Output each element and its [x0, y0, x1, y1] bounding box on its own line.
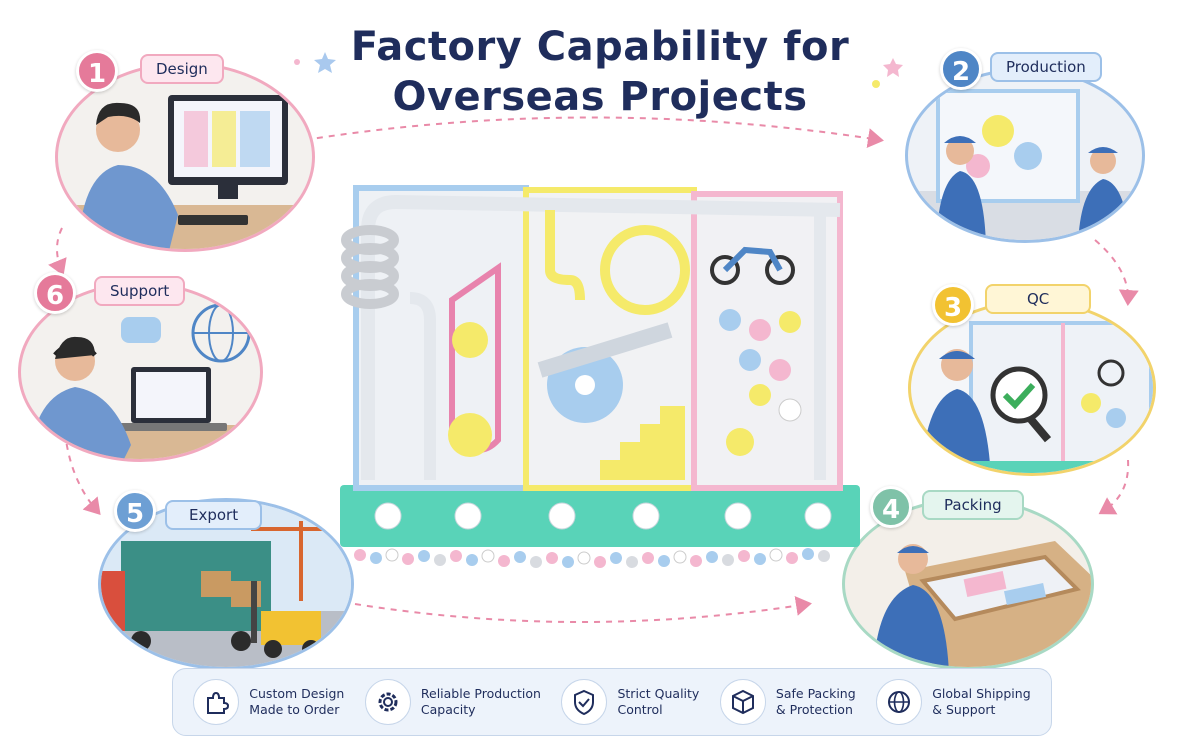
title-line-2: Overseas Projects	[392, 74, 808, 120]
dot-icon	[872, 80, 880, 88]
star-icon	[314, 52, 336, 73]
feature-line-1: Strict Quality	[617, 686, 700, 701]
feature-line-1: Reliable Production	[420, 686, 541, 701]
arrow-qc-to-packing	[1098, 459, 1130, 515]
feature-line-2: & Support	[932, 702, 996, 717]
title-line-1: Factory Capability for	[350, 24, 850, 70]
gear-icon	[364, 679, 411, 725]
globe-icon	[876, 679, 923, 725]
feature-line-1: Global Shipping	[932, 686, 1031, 701]
inspection-magnifier-check-scene	[908, 300, 1156, 476]
stage-number-badge: 1	[76, 50, 118, 92]
stage-number-badge: 5	[114, 490, 156, 532]
feature-global-shipping: Global Shipping& Support	[876, 679, 1031, 725]
feature-line-2: Made to Order	[249, 702, 340, 717]
star-icon	[883, 58, 903, 77]
designer-computer-scene	[55, 62, 315, 252]
dot-icon	[294, 59, 300, 65]
factory-workers-scene	[905, 68, 1145, 243]
shield-check-icon	[561, 679, 608, 725]
stage-number-badge: 2	[940, 48, 982, 90]
headset-support-globe-scene	[18, 282, 263, 462]
stage-label: Packing	[922, 490, 1024, 520]
stage-number-badge: 6	[34, 272, 76, 314]
feature-line-2: & Protection	[775, 702, 853, 717]
stage-number-badge: 3	[932, 284, 974, 326]
stage-number-badge: 4	[870, 486, 912, 528]
page-title: Factory Capability for Overseas Projects	[0, 22, 1200, 122]
arrow-export-to-packing	[354, 595, 812, 623]
feature-line-2: Capacity	[420, 702, 476, 717]
feature-line-2: Control	[617, 702, 663, 717]
stage-label: QC	[985, 284, 1092, 314]
stage-label: Export	[165, 500, 263, 530]
arrow-design-to-support	[48, 227, 67, 276]
arrow-design-to-production	[304, 116, 884, 149]
puzzle-icon	[193, 679, 240, 725]
feature-line-1: Safe Packing	[775, 686, 856, 701]
marble-run-wall-illustration	[340, 185, 860, 568]
feature-safe-packing: Safe Packing& Protection	[719, 679, 856, 725]
motorcycle-icon	[710, 246, 795, 285]
box-icon	[719, 679, 766, 725]
arrow-production-to-qc	[1094, 239, 1139, 306]
feature-line-1: Custom Design	[249, 686, 345, 701]
stage-label: Support	[94, 276, 186, 306]
stage-label: Production	[990, 52, 1102, 82]
stage-label: Design	[140, 54, 224, 84]
